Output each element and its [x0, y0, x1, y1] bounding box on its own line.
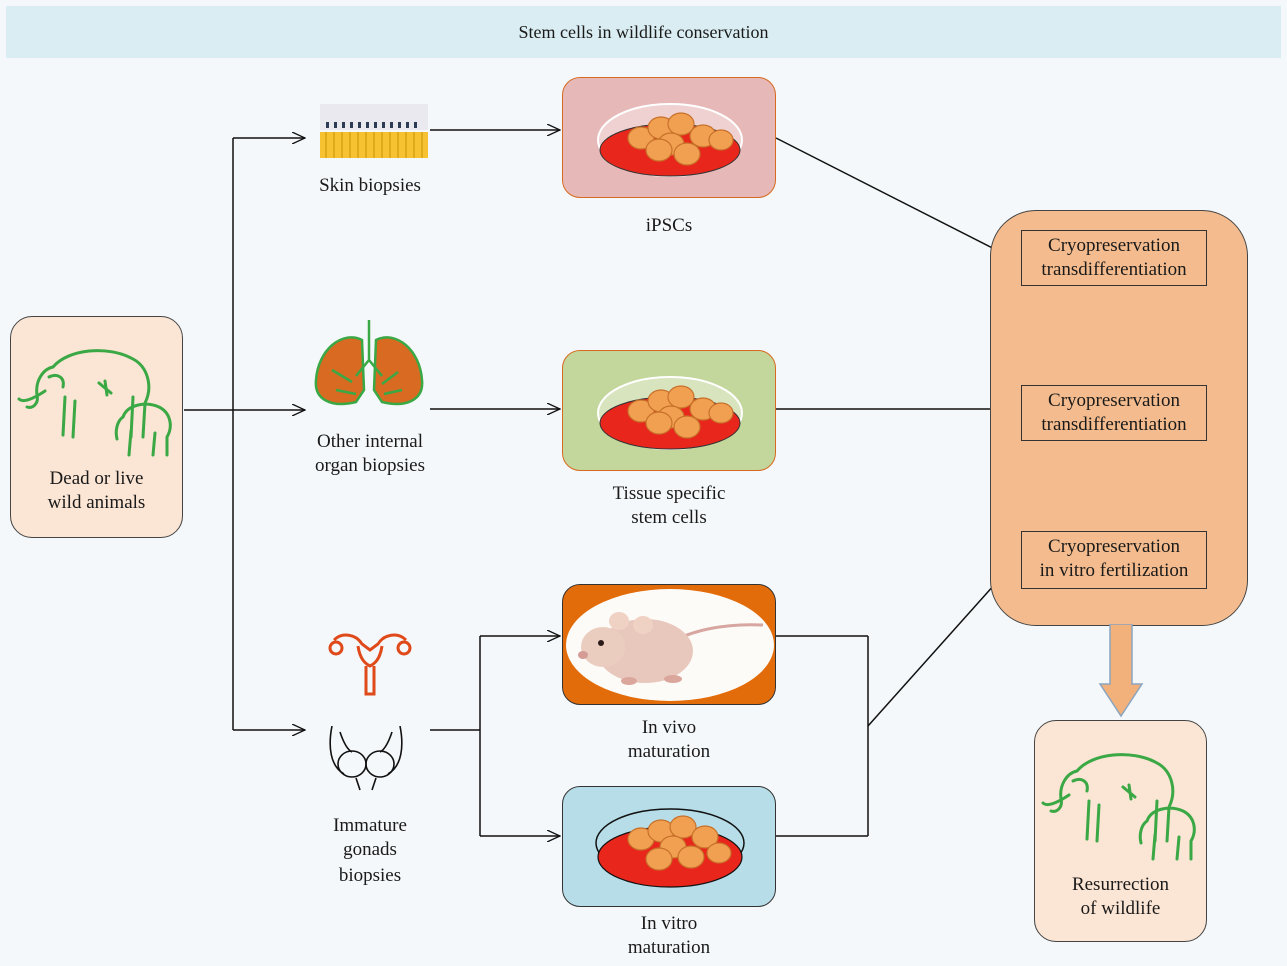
petri-dish-icon	[595, 808, 745, 888]
invivo-label: In vivo maturation	[627, 717, 711, 762]
source-label: Dead or live wild animals	[47, 468, 146, 513]
skin-biopsy-icon	[320, 104, 428, 158]
petri-dish-icon	[597, 376, 743, 450]
process-label-1: Cryopreservation transdifferentiation	[1021, 230, 1207, 286]
elephant-icon	[1041, 753, 1196, 861]
ipsc-label: iPSCs	[645, 215, 693, 236]
organ-biopsies-label: Other internal organ biopsies	[315, 431, 425, 476]
gonads-label-line1: Immature	[333, 815, 407, 836]
testes-icon	[329, 726, 403, 791]
tissue-dish-box	[562, 350, 776, 471]
down-arrow-icon	[1098, 624, 1144, 718]
arrow-ipsc-to-process	[775, 137, 1020, 262]
mouse-icon	[566, 589, 774, 701]
ipsc-dish-box	[562, 77, 776, 198]
tissue-label: Tissue specific stem cells	[612, 483, 726, 528]
elephant-icon	[17, 349, 172, 457]
process-label-3: Cryopreservation in vitro fertilization	[1021, 531, 1207, 589]
skin-biopsies-label: Skin biopsies	[319, 175, 421, 196]
petri-dish-icon	[597, 103, 743, 177]
lung-icon	[314, 320, 424, 406]
outcome-label: Resurrection of wildlife	[1071, 874, 1170, 919]
invitro-label: In vitro maturation	[627, 913, 711, 958]
uterus-icon	[328, 633, 412, 696]
invivo-box	[562, 584, 776, 705]
gonads-label-line2: gonads	[343, 839, 397, 860]
process-label-2: Cryopreservation transdifferentiation	[1021, 385, 1207, 441]
source-box: Dead or live wild animals	[10, 316, 183, 538]
outcome-box: Resurrection of wildlife	[1034, 720, 1207, 942]
gonads-label-line3: biopsies	[338, 865, 402, 886]
diagram-title: Stem cells in wildlife conservation	[6, 6, 1281, 58]
invitro-box	[562, 786, 776, 907]
